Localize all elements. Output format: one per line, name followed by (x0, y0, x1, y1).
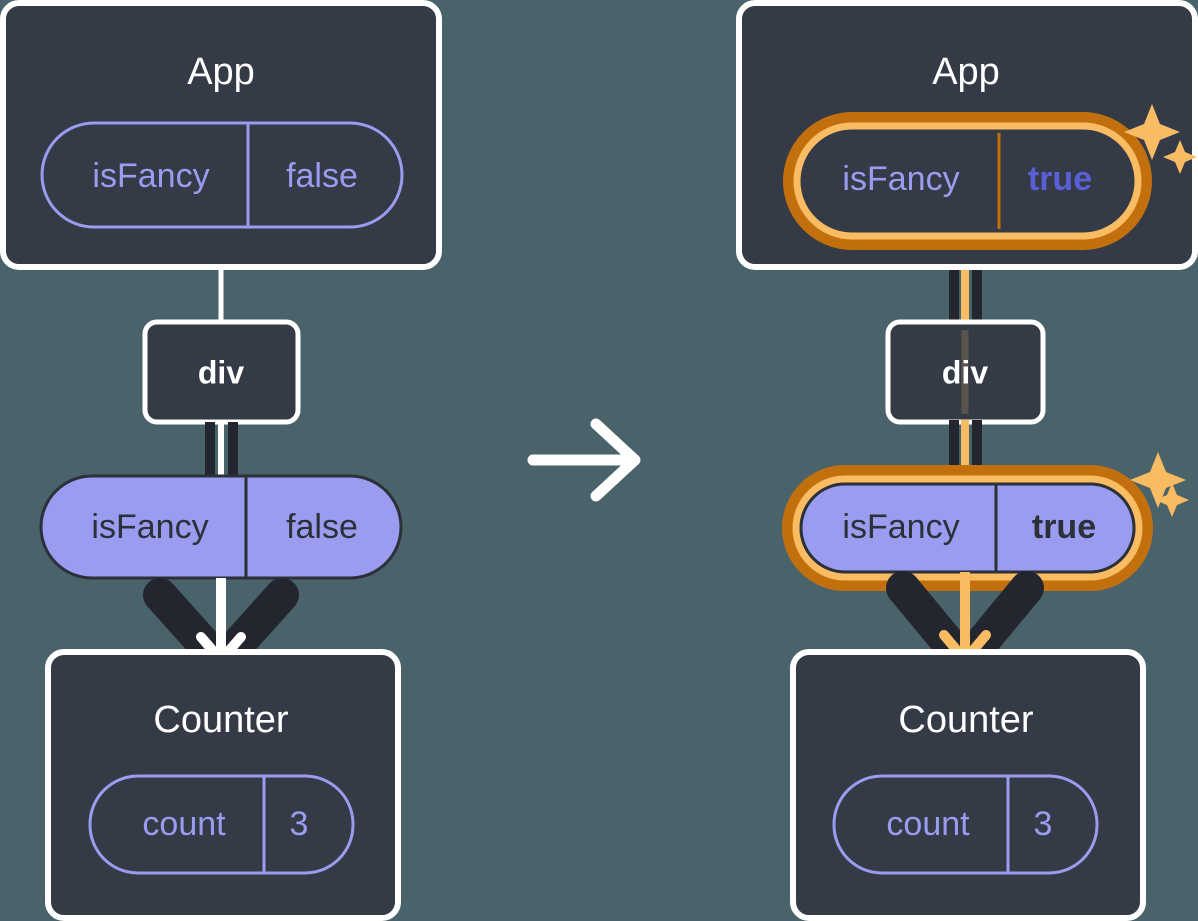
transition-arrow-icon (527, 418, 641, 502)
app-pill-outline-before (40, 121, 404, 229)
app-pill-before: isFancy false (40, 121, 404, 229)
counter-pill-outline-after (832, 774, 1099, 875)
counter-pill-after: count 3 (832, 774, 1099, 875)
counter-pill-value-before: 3 (290, 805, 309, 843)
prop-pill-name-before: isFancy (91, 508, 208, 546)
counter-pill-name-after: count (886, 805, 970, 843)
app-box-title-after: App (932, 51, 1000, 93)
app-pill-outline-after (803, 132, 1132, 230)
app-box-before (0, 0, 442, 270)
app-pill-name-before: isFancy (92, 157, 209, 195)
prop-pill-after: isFancy true (782, 465, 1153, 591)
counter-box-title-after: Counter (898, 699, 1034, 741)
div-box-label-after: div (942, 354, 988, 390)
prop-pill-name-after: isFancy (842, 508, 959, 546)
counter-box-after (790, 649, 1146, 921)
counter-box-before (45, 649, 401, 921)
panel-after: App isFancy true div is (736, 0, 1198, 921)
counter-pill-before: count 3 (88, 774, 355, 875)
sparkle-small-prop-after (1155, 483, 1189, 517)
counter-pill-name-before: count (142, 805, 226, 843)
app-pill-value-after: true (1028, 160, 1092, 198)
app-pill-value-before: false (286, 157, 358, 195)
counter-box-title-before: Counter (153, 699, 289, 741)
prop-pill-value-after: true (1032, 508, 1096, 546)
prop-pill-before: isFancy false (39, 474, 403, 580)
div-box-label-before: div (198, 354, 244, 390)
sparkle-large-prop-after (1130, 452, 1186, 508)
counter-pill-value-after: 3 (1034, 805, 1053, 843)
sparkle-small-app-after (1163, 140, 1197, 174)
sparkle-icon-app-after (1124, 104, 1197, 174)
app-pill-highlight-outer-after (783, 112, 1152, 250)
app-pill-highlight-inner-after (793, 122, 1142, 240)
transition-arrow-head (590, 418, 641, 502)
app-pill-after: isFancy true (783, 112, 1152, 250)
app-box-title-before: App (187, 51, 255, 93)
app-pill-name-after: isFancy (842, 160, 959, 198)
prop-pill-value-before: false (286, 508, 358, 546)
sparkle-large-app-after (1124, 104, 1180, 160)
sparkle-icon-prop-after (1130, 452, 1189, 517)
counter-pill-outline-before (88, 774, 355, 875)
panel-before: App isFancy false div isFancy false (0, 0, 442, 921)
